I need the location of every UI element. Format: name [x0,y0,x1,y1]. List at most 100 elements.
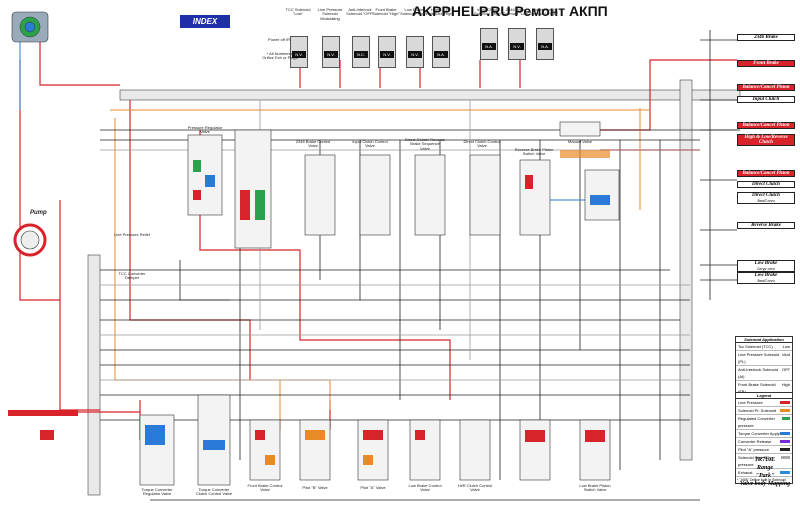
legend-row: Line Pressure [736,399,792,407]
solenoid-state: OFF [782,367,790,372]
solenoid: N.A. [480,28,498,60]
index-button[interactable]: INDEX [180,15,230,28]
sump-reservoir [8,410,78,416]
legend-swatch [780,471,790,474]
solenoid-type-tag: N.A. [482,43,496,50]
legend-label: Converter Release [738,439,772,444]
solenoid-state: Mod [782,352,790,357]
legend-swatch [780,440,790,443]
solenoid: N.V. [508,28,526,60]
range-label: Range [756,465,773,471]
legend-title: Legend [736,393,792,399]
solenoid-type-tag: N.V. [292,51,306,58]
solenoid-label: High/Lo-R Solenoid "High" [426,7,454,17]
solenoid-name: Tcc Solenoid (TCC) [738,344,773,349]
component-box-title: Balance/Cancel Piston [742,85,790,90]
reverse-brake-valve-label: Reverse Brake Piston Switch Valve [514,147,554,157]
solenoid-state: Low [782,344,790,349]
solenoid-name: Line Pressure Solenoid (PL) [738,352,780,364]
site-title: AKPPHELP.RU Ремонт АКПП [412,3,608,19]
component-box: Input Clutch [737,96,795,103]
component-box-title: Low Brake [754,261,778,266]
solenoid-table-row: Tcc Solenoid (TCC) Low [736,343,792,351]
solenoid: N.V. [322,36,340,68]
legend-label: Solenoid Pr. Solenoid [738,408,777,413]
legend-row: Exhaust [736,469,792,477]
low-brake-piston-valve-label: Low Brake Piston Switch Valve [579,483,611,493]
front-brake-valve-label: Front Brake Control Valve [247,483,283,493]
solenoid-type-tag: N.A. [434,51,448,58]
filter [40,430,54,440]
solenoid-label: Input Clutch Solenoid "High" [474,7,502,17]
solenoid: N.V. [290,36,308,68]
component-box: Balance/Cancel Piston [737,84,795,91]
component-box-title: Reverse Brake [751,223,781,228]
solenoid: N.V. [406,36,424,68]
solenoid-table-title: Solenoid Application [736,337,792,343]
orifice-note: * All Numbered Orifice Exh or Plugs [262,51,298,61]
pump-label: Pump [30,210,47,216]
title-block: JR710E Range "Park" Valve body Mapping [737,456,793,488]
power-note: Power off IR [268,37,290,42]
legend-swatch [781,456,790,459]
component-box-title: High & Low/Reverse Clutch [744,135,788,145]
solenoid-feed-bar [560,150,610,158]
converter-damper-label: TCC Converter Damper [118,271,146,281]
solenoid-label: Direct Clutch Solenoid "High" [530,7,558,17]
valve-body-rail-left [87,254,101,496]
component-box: Direct Clutch [737,181,795,188]
solenoid-table-row: Anti-Interlock Solenoid (AI)OFF [736,366,792,381]
manual-valve [559,121,601,137]
legend-label: Pilot "A" pressure [738,447,770,452]
regulator-valve-label: Pressure Regulator Valve [187,125,223,135]
component-box-subtitle: Large area [757,266,775,271]
manual-valve-label: Manual Valve [568,139,592,144]
input-clutch-valve-label: Input Clutch Control Valve [352,139,388,149]
component-box-subtitle: Small area [757,198,775,203]
component-box-title: Balance/Cancel Piston [742,171,790,176]
pilot-b-valve-label: Pilot "B" Valve [302,485,328,490]
legend-label: Torque Converter Apply [738,431,780,436]
solenoid-label: Low Brake Solenoid "High" [400,7,428,17]
solenoid-label: TCC Solenoid "Low" [285,7,311,17]
component-box: Balance/Cancel Piston [737,170,795,177]
legend-swatch [780,448,790,451]
line-pressure-relief-label: Line Pressure Relief [113,232,151,237]
solenoid-type-tag: N.V. [510,43,524,50]
solenoid-type-tag: N.V. [408,51,422,58]
solenoid: N.C. [352,36,370,68]
component-box-title: Direct Clutch [752,193,780,198]
pilot-a-valve-label: Pilot "A" Valve [360,485,386,490]
direct-clutch-valve-label: Direct Clutch Control Valve [463,139,501,149]
component-box: Reverse Brake [737,222,795,229]
solenoid-table-row: Line Pressure Solenoid (PL)Mod [736,351,792,366]
pump [13,223,47,257]
legend-swatch [780,432,790,435]
component-box: High & Low/Reverse Clutch [737,134,795,146]
legend-label: Solenoid Pilot "B" pressure [738,455,770,467]
solenoid: N.A. [432,36,450,68]
solenoid-name: Front Brake Solenoid (FB) [738,382,776,394]
regulator-valve [187,134,223,216]
legend-row: Converter Release [736,438,792,446]
torque-converter [11,11,49,43]
solenoid-type-tag: N.V. [324,51,338,58]
legend-label: Exhaust [738,470,753,475]
component-box: Balance/Cancel Piston [737,122,795,129]
solenoid: N.A. [536,28,554,60]
legend-swatch [780,401,790,404]
mapping-label: Valve body Mapping [739,481,791,487]
legend-row: Solenoid Pilot "B" pressure [736,454,792,469]
solenoid-state: High [781,382,790,387]
component-box: 2346 Brake [737,34,795,41]
component-box: Front Brake [737,60,795,67]
legend-label: Regulated Converter pressure [738,416,775,428]
component-box-subtitle: Small area [757,278,775,283]
low-brake-valve-label: Low Brake Control Valve [408,483,442,493]
pressure-regulator-valve [234,129,272,249]
